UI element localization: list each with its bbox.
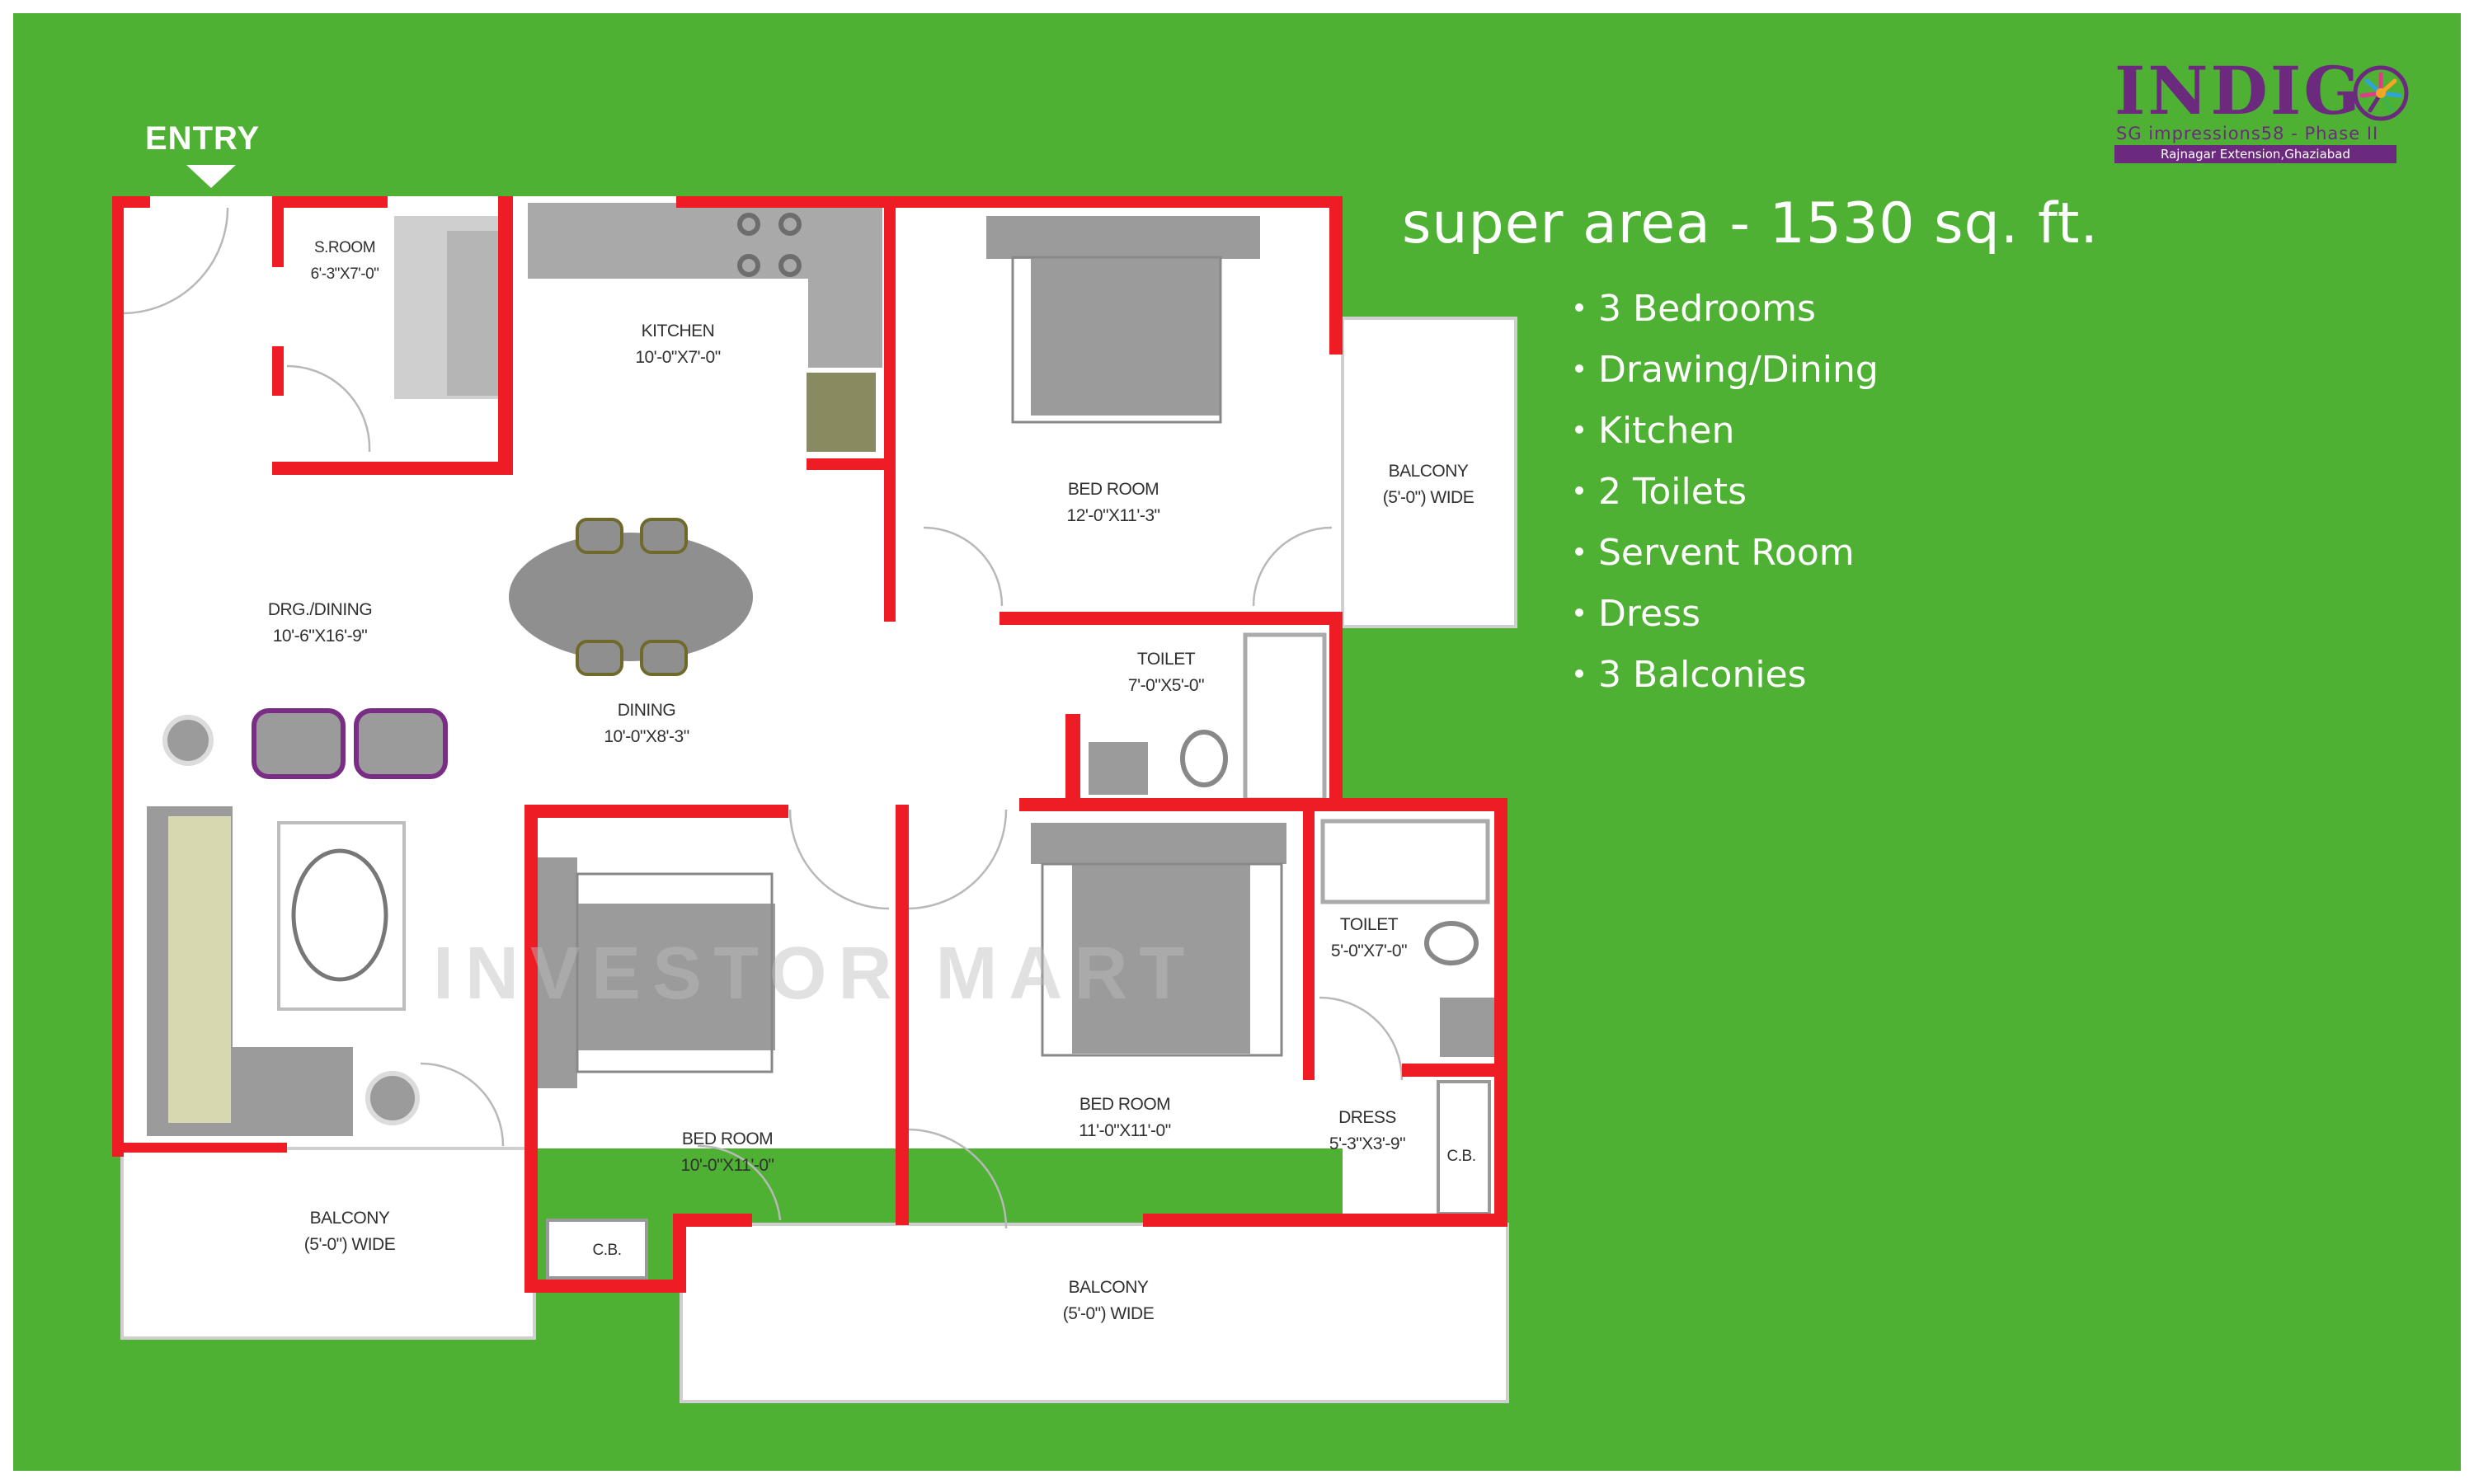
bullet-icon	[1575, 669, 1583, 678]
balcony-bottom-label: BALCONY	[1069, 1278, 1149, 1297]
door-swings	[121, 207, 1404, 1229]
toilet-mid-label: TOILET	[1137, 650, 1196, 669]
drg-dining-label: DRG./DINING	[268, 600, 372, 619]
sroom-label: S.ROOM	[314, 239, 375, 256]
logo-subtitle: SG impressions58 - Phase II	[2116, 124, 2379, 143]
feature-item: Dress	[1575, 584, 1879, 645]
feature-list: 3 Bedrooms Drawing/Dining Kitchen 2 Toil…	[1575, 279, 1879, 706]
balcony-left-size: (5'-0") WIDE	[304, 1235, 396, 1254]
logo-name: INDIG	[2114, 52, 2363, 129]
feature-item: 2 Toilets	[1575, 462, 1879, 523]
flower-icon	[2353, 65, 2409, 121]
toilet-mid-size: 7'-0"X5'-0"	[1128, 676, 1204, 695]
bullet-icon	[1575, 547, 1583, 556]
bullet-icon	[1575, 303, 1583, 312]
indigo-logo: INDIG SG impressions58 - Phase II Rajnag…	[2111, 58, 2416, 165]
drg-dining-size: 10'-6"X16'-9"	[273, 627, 368, 646]
feature-item: Drawing/Dining	[1575, 340, 1879, 401]
feature-text: 3 Bedrooms	[1598, 288, 1816, 330]
dress-size: 5'-3"X3'-9"	[1329, 1134, 1405, 1153]
watermark: INVESTOR MART	[433, 932, 1197, 1015]
kitchen-size: 10'-0"X7'-0"	[635, 348, 720, 367]
bedroom-left-size: 10'-0"X11'-0"	[681, 1156, 774, 1175]
dress-label: DRESS	[1338, 1108, 1396, 1127]
cb-right-label: C.B.	[1447, 1148, 1476, 1165]
feature-text: Drawing/Dining	[1598, 349, 1879, 391]
bedroom-right-size: 11'-0"X11'-0"	[1079, 1121, 1170, 1140]
feature-text: Dress	[1598, 593, 1700, 635]
logo-location: Rajnagar Extension,Ghaziabad	[2114, 145, 2396, 163]
feature-text: 2 Toilets	[1598, 471, 1747, 513]
bedroom-right-label: BED ROOM	[1079, 1095, 1170, 1114]
balcony-right-label: BALCONY	[1389, 462, 1469, 481]
super-area-title: super area - 1530 sq. ft.	[1402, 191, 2100, 256]
sroom-size: 6'-3"X7'-0"	[311, 265, 379, 283]
feature-item: 3 Bedrooms	[1575, 279, 1879, 340]
feature-item: Servent Room	[1575, 523, 1879, 584]
bullet-icon	[1575, 425, 1583, 434]
feature-text: 3 Balconies	[1598, 654, 1807, 696]
feature-text: Servent Room	[1598, 532, 1855, 574]
dining-size: 10'-0"X8'-3"	[604, 727, 689, 746]
balcony-right-size: (5'-0") WIDE	[1383, 488, 1475, 507]
bedroom-top-size: 12'-0"X11'-3"	[1067, 506, 1160, 525]
bedroom-left-label: BED ROOM	[682, 1129, 773, 1148]
bullet-icon	[1575, 608, 1583, 617]
feature-text: Kitchen	[1598, 410, 1735, 452]
bedroom-top-label: BED ROOM	[1068, 480, 1159, 499]
dining-label: DINING	[618, 701, 676, 720]
kitchen-label: KITCHEN	[642, 322, 715, 340]
feature-item: Kitchen	[1575, 401, 1879, 462]
bullet-icon	[1575, 364, 1583, 373]
balcony-left-label: BALCONY	[310, 1209, 390, 1228]
toilet-right-size: 5'-0"X7'-0"	[1331, 942, 1407, 960]
room-labels: S.ROOM 6'-3"X7'-0" KITCHEN 10'-0"X7'-0" …	[268, 239, 1476, 1323]
cb-left-label: C.B.	[593, 1242, 622, 1259]
bullet-icon	[1575, 486, 1583, 495]
balcony-outlines	[120, 317, 1517, 1403]
entry-arrow-icon	[186, 165, 236, 188]
walls	[112, 196, 1507, 1293]
entry-label: ENTRY	[145, 120, 261, 157]
feature-item: 3 Balconies	[1575, 645, 1879, 706]
balcony-bottom-size: (5'-0") WIDE	[1063, 1304, 1155, 1323]
toilet-right-label: TOILET	[1340, 915, 1399, 934]
furniture	[147, 203, 1494, 1280]
